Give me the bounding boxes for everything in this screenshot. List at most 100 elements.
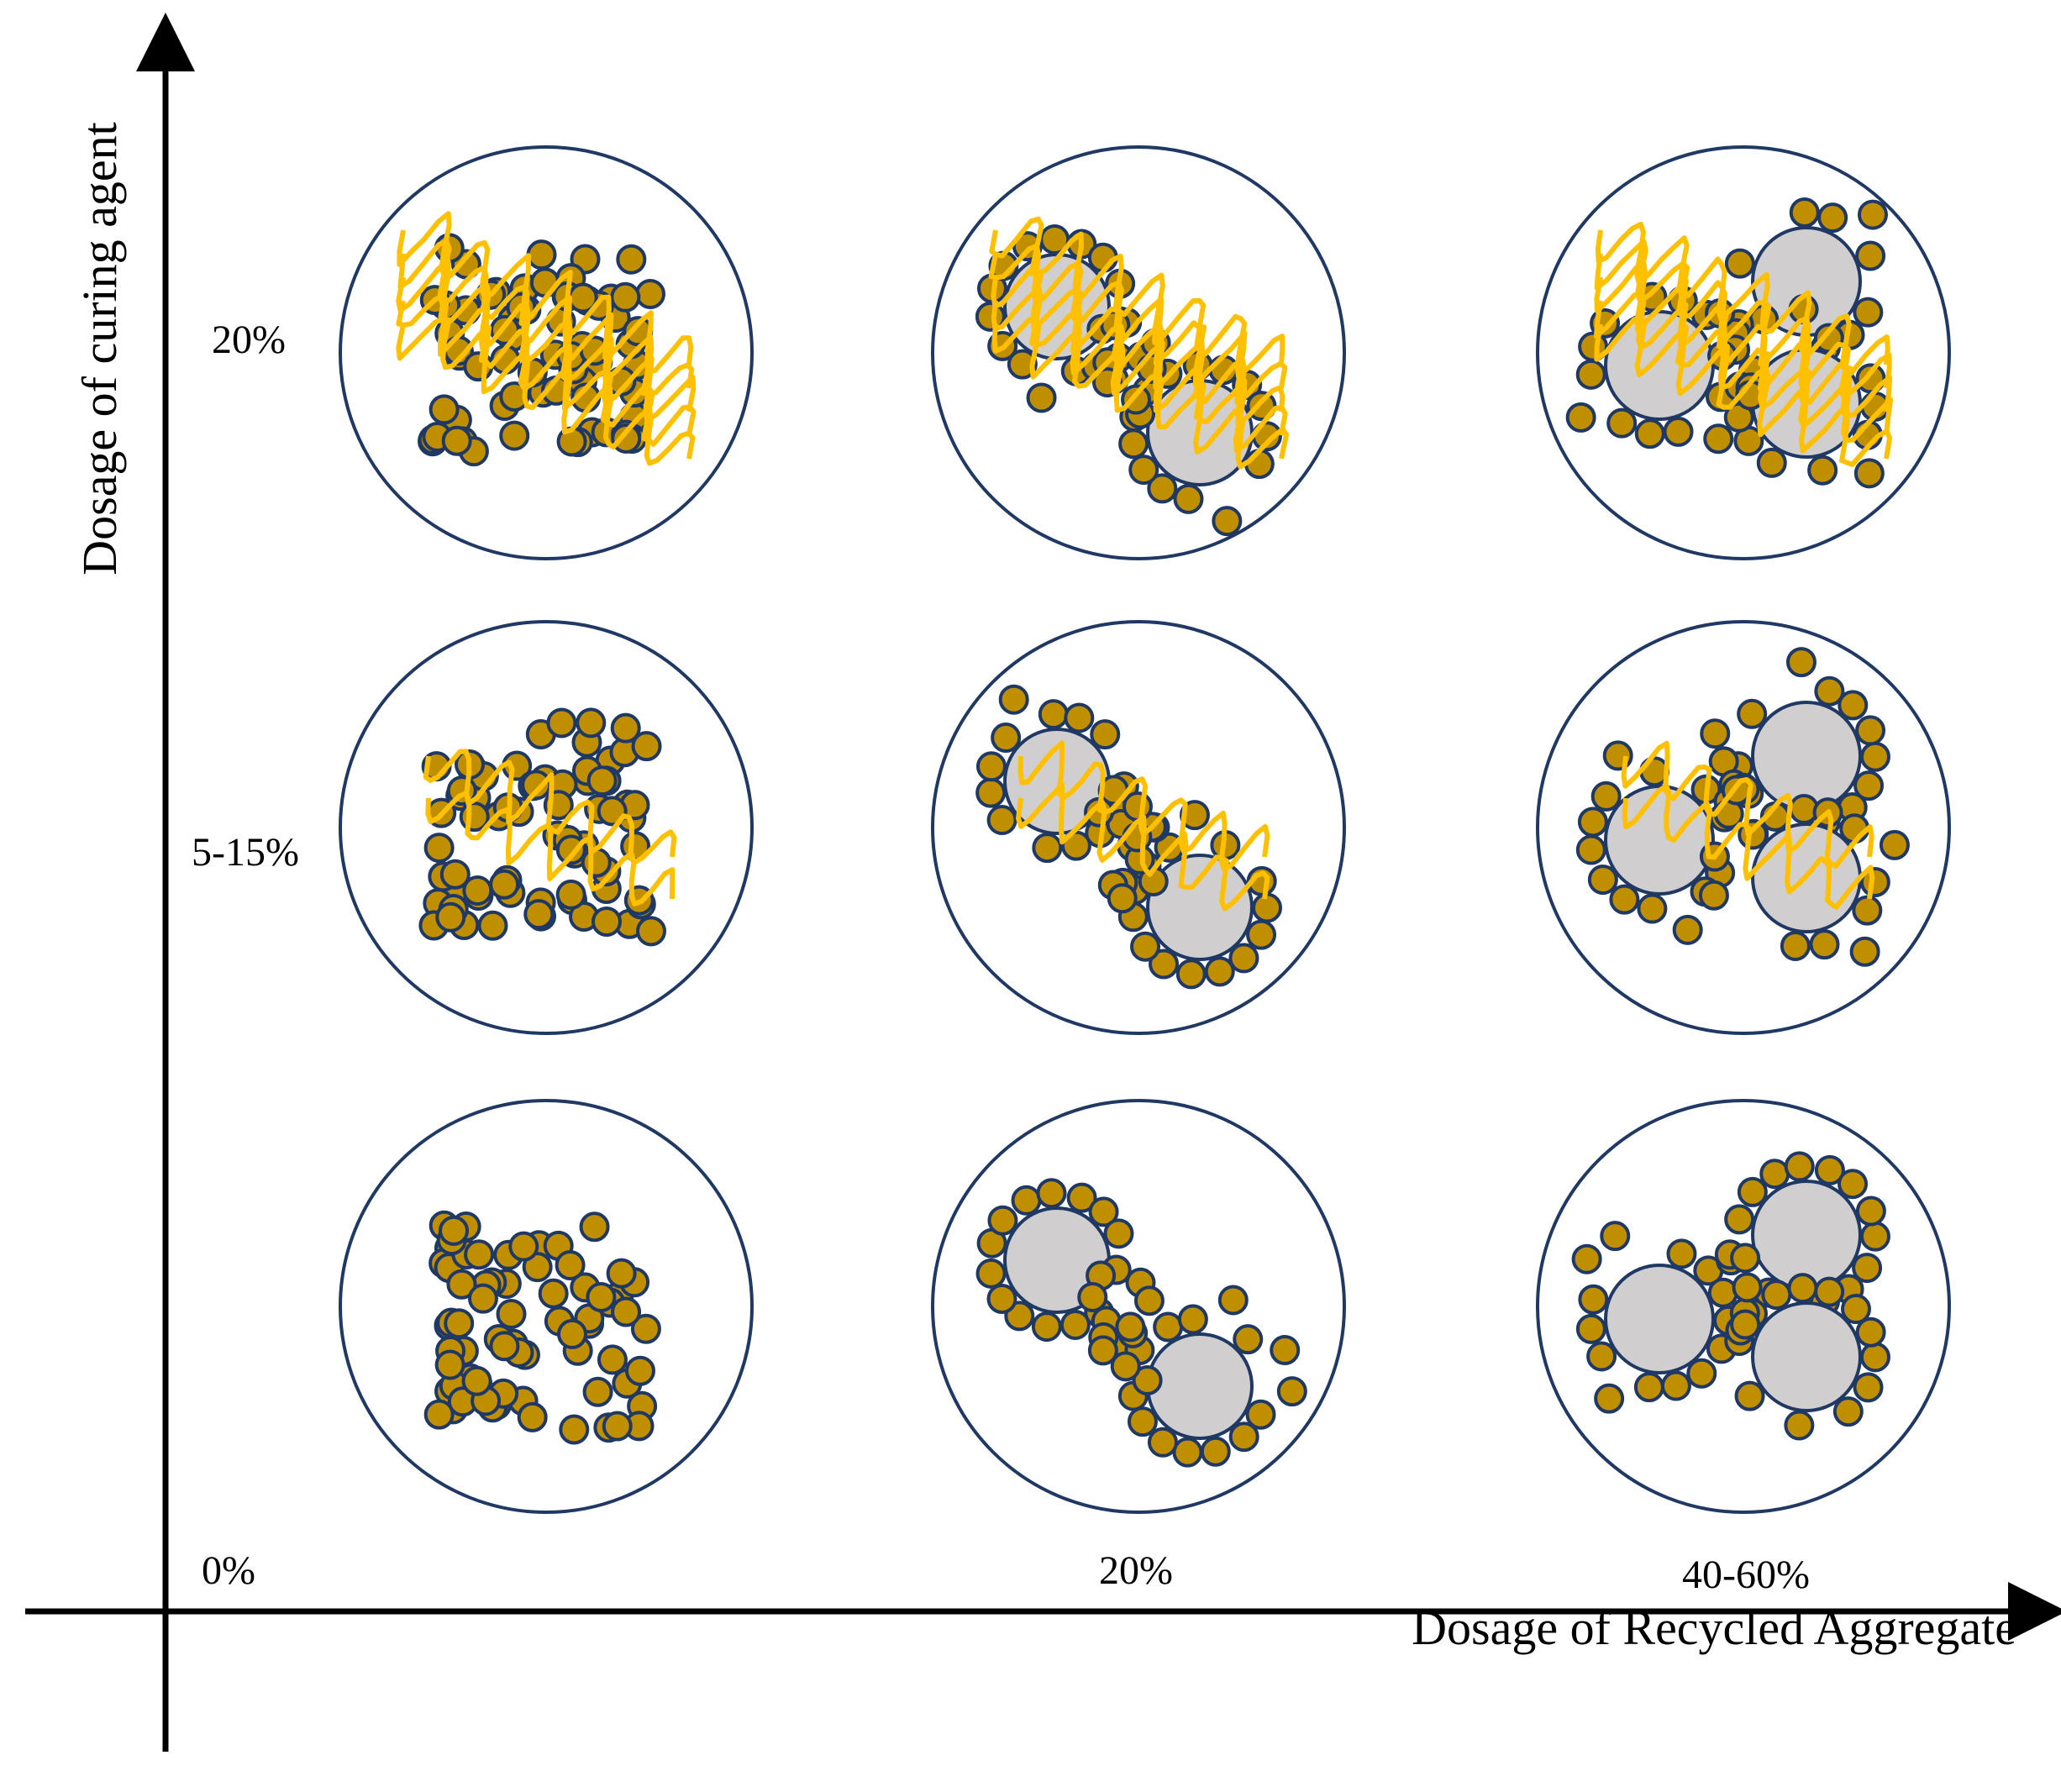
cement-particle (1839, 813, 1870, 844)
cement-particle (1575, 834, 1606, 865)
cement-particle (1147, 1427, 1178, 1458)
cement-particle (1245, 1399, 1276, 1430)
cement-particle (1007, 349, 1038, 380)
cement-particle (555, 879, 586, 910)
cement-particle (1036, 1178, 1067, 1209)
cement-particle (1173, 483, 1204, 514)
cement-particle (1859, 741, 1890, 772)
cell-r1-c0 (339, 620, 754, 1035)
cell-r0-c0 (339, 145, 754, 560)
cement-particle (610, 281, 641, 313)
cement-particle (630, 1313, 661, 1344)
cement-particle (610, 712, 641, 744)
cement-particle (606, 1258, 637, 1289)
cement-particle (441, 425, 472, 456)
cement-particle (1177, 1304, 1208, 1335)
cement-particle (1841, 1294, 1872, 1325)
cement-particle (1122, 791, 1153, 822)
cement-particle (489, 869, 520, 900)
cement-particle (1077, 1281, 1108, 1312)
cement-particle (1672, 914, 1703, 945)
cement-particle (1634, 418, 1665, 449)
cement-particle (1780, 930, 1811, 961)
cell-r1-c2 (1536, 620, 1951, 1035)
curing-agent-fiber (423, 749, 677, 865)
cement-particle (1200, 1436, 1231, 1467)
recycled-aggregate (1604, 785, 1715, 896)
origin-label: 0% (202, 1548, 255, 1593)
cement-particle (1064, 702, 1095, 733)
cement-particle (428, 394, 460, 425)
cement-particle (1609, 884, 1640, 915)
cement-particle (991, 723, 1022, 754)
cement-particle (1228, 1422, 1259, 1453)
cement-particle (1855, 1316, 1886, 1348)
cement-particle (439, 1215, 470, 1246)
cement-particle (1879, 829, 1910, 860)
cement-particle (624, 1355, 655, 1386)
cement-particle (489, 1331, 520, 1362)
cell-r0-c2 (1536, 145, 1951, 560)
cement-particle (496, 1298, 527, 1329)
cement-particle (1853, 770, 1885, 801)
cement-particle (555, 834, 586, 865)
cement-particle (1233, 1324, 1264, 1355)
cement-particle (1032, 833, 1063, 864)
cement-particle (423, 1399, 455, 1430)
cement-particle (1832, 1396, 1864, 1427)
cement-particle (1127, 1406, 1158, 1437)
cement-particle (1814, 675, 1845, 707)
curing-agent-fiber (991, 317, 1290, 470)
cement-particle (1590, 780, 1622, 812)
cement-particle (1814, 1276, 1845, 1307)
cement-particle (1814, 1154, 1845, 1185)
cement-particle (517, 1401, 548, 1432)
cement-particle (1730, 1309, 1761, 1340)
cement-particle (582, 1376, 613, 1407)
cement-particle (1737, 1176, 1768, 1207)
cement-particle (467, 1283, 498, 1314)
cement-particle (586, 1281, 617, 1312)
cement-particle (1807, 455, 1838, 486)
cement-particle (1785, 647, 1817, 678)
cement-particle (1276, 1376, 1307, 1407)
cement-particle (1666, 1238, 1697, 1269)
cement-particle (1724, 1204, 1755, 1235)
cement-particle (1575, 1313, 1606, 1344)
cement-particle (499, 420, 530, 451)
cement-particle (1724, 248, 1755, 279)
cement-particle (1031, 1311, 1062, 1343)
cement-particle (1852, 1253, 1883, 1284)
cement-particle (1090, 719, 1121, 750)
cement-particle (499, 381, 530, 412)
curing-agent-fiber (1017, 740, 1270, 872)
cement-particle (1784, 1151, 1815, 1182)
cement-particle (1577, 807, 1608, 838)
cement-particle (1761, 1280, 1792, 1311)
cement-particle (523, 899, 555, 930)
cement-particle (986, 805, 1017, 836)
cell-r2-c2 (1536, 1099, 1951, 1514)
cement-particle (1703, 423, 1734, 455)
cement-particle (1228, 943, 1259, 974)
cement-particle (987, 1205, 1018, 1236)
cell-r0-c1 (931, 145, 1346, 560)
cement-particle (546, 707, 577, 738)
cement-particle (1179, 800, 1210, 831)
cement-particle (1734, 1380, 1765, 1411)
cement-particle (586, 765, 618, 796)
cement-particle (1849, 936, 1880, 967)
cement-particle (1066, 1182, 1097, 1213)
cement-particle (1128, 455, 1159, 486)
cement-particle (1853, 297, 1884, 328)
cement-particle (1107, 883, 1138, 914)
cement-particle (1838, 1169, 1869, 1200)
x-level-high: 40-60% (1682, 1553, 1810, 1597)
cement-particle (461, 1365, 492, 1396)
cement-particle (1855, 715, 1886, 746)
cement-particle (1594, 1383, 1625, 1414)
cement-particle (1852, 895, 1883, 926)
cement-particle (1118, 428, 1149, 460)
curing-agent-fiber (1594, 239, 1892, 401)
cement-particle (1859, 1221, 1890, 1252)
